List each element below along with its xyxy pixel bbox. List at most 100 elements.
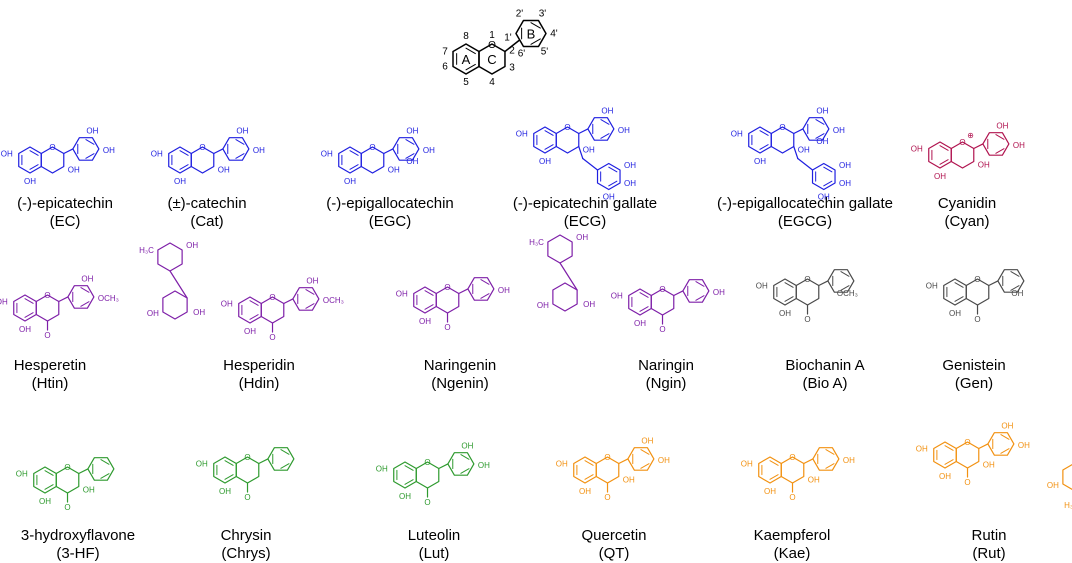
keto-oxygen: O	[424, 498, 430, 507]
hydroxyl-5: OH	[539, 157, 551, 166]
galloyl-hydroxyl: OH	[603, 193, 615, 202]
b-ring-substituent: OCH₃	[98, 294, 119, 303]
hydroxyl-5: OH	[634, 319, 646, 328]
position-label-1p: 1'	[504, 33, 512, 44]
b-ring-substituent: OCH₃	[323, 296, 344, 305]
compound-abbr-rut: (Rut)	[972, 545, 1005, 562]
compound-name-hdin: Hesperidin	[223, 357, 295, 374]
structure-rut: OOHOHOOHOHOHOHOHH₃COH	[916, 422, 1072, 510]
sugar-methyl: H₃C	[529, 238, 544, 247]
hydroxyl-5: OH	[754, 157, 766, 166]
b-ring-substituent: OH	[406, 127, 418, 136]
hydroxyl-3: OH	[978, 161, 990, 170]
compound-name-egc: (-)-epigallocatechin	[326, 195, 454, 212]
sugar-methyl: H₃C	[1064, 501, 1072, 510]
position-label-5p: 5'	[541, 46, 549, 57]
hydroxyl-3: OH	[808, 476, 820, 485]
compound-abbr-hdin: (Hdin)	[239, 375, 280, 392]
core-ring-oxygen: O	[488, 40, 496, 51]
b-ring-substituent: OH	[406, 157, 418, 166]
position-label-1: 1	[489, 30, 495, 41]
hydroxyl-3: OH	[83, 486, 95, 495]
sugar-hydroxyl: OH	[1047, 481, 1059, 490]
b-ring-substituent: OCH₃	[837, 289, 858, 298]
b-ring-substituent: OH	[713, 288, 725, 297]
b-ring-substituent: OH	[461, 442, 473, 451]
b-ring-substituent: OH	[253, 146, 265, 155]
galloyl-hydroxyl: OH	[624, 179, 636, 188]
compound-abbr-ecg: (ECG)	[564, 213, 607, 230]
compound-name-kae: Kaempferol	[754, 527, 831, 544]
compound-abbr-3-hf: (3-HF)	[56, 545, 99, 562]
hydroxyl-7: OH	[516, 130, 528, 139]
b-ring-substituent: OH	[996, 122, 1008, 131]
ring-oxygen: O	[199, 143, 205, 152]
b-ring-substituent: OH	[641, 437, 653, 446]
hydroxyl-7: OH	[0, 298, 8, 307]
hydroxyl-5: OH	[419, 317, 431, 326]
keto-oxygen: O	[789, 493, 795, 502]
ring-oxygen: O	[64, 463, 70, 472]
compound-abbr-chrys: (Chrys)	[221, 545, 270, 562]
hydroxyl-3: OH	[388, 166, 400, 175]
compound-name-egcg: (-)-epigallocatechin gallate	[717, 195, 893, 212]
compound-abbr-kae: (Kae)	[774, 545, 811, 562]
galloyl-hydroxyl: OH	[839, 179, 851, 188]
position-label-6p: 6'	[518, 48, 526, 59]
hydroxyl-3: OH	[583, 146, 595, 155]
compound-abbr-lut: (Lut)	[419, 545, 450, 562]
ring-oxygen: O	[269, 293, 275, 302]
compound-name-cyan: Cyanidin	[938, 195, 996, 212]
ring-oxygen: O	[789, 453, 795, 462]
ring-oxygen: O	[659, 285, 665, 294]
hydroxyl-7: OH	[16, 470, 28, 479]
sugar-hydroxyl: OH	[193, 308, 205, 317]
b-ring-substituent: OH	[1001, 422, 1013, 431]
ring-oxygen: O	[444, 283, 450, 292]
hydroxyl-5: OH	[949, 309, 961, 318]
position-label-4p: 4'	[550, 29, 558, 40]
sugar-hydroxyl: OH	[186, 241, 198, 250]
hydroxyl-7: OH	[396, 290, 408, 299]
compound-abbr-ec: (EC)	[50, 213, 81, 230]
position-label-6: 6	[442, 62, 448, 73]
b-ring-substituent: OH	[1018, 441, 1030, 450]
keto-oxygen: O	[804, 315, 810, 324]
sugar-hydroxyl: OH	[576, 233, 588, 242]
keto-oxygen: O	[244, 493, 250, 502]
ring-oxygen: O	[424, 458, 430, 467]
compound-abbr-gen: (Gen)	[955, 375, 993, 392]
b-ring-substituent: OH	[306, 277, 318, 286]
b-ring-substituent: OH	[1013, 141, 1025, 150]
b-ring-substituent: OH	[816, 137, 828, 146]
b-ring-substituent: OH	[658, 456, 670, 465]
hydroxyl-7: OH	[151, 150, 163, 159]
b-ring-substituent: OH	[103, 146, 115, 155]
compound-abbr-cyan: (Cyan)	[944, 213, 989, 230]
ring-label-b: B	[527, 27, 536, 42]
ring-oxygen: O	[244, 453, 250, 462]
hydroxyl-3: OH	[798, 146, 810, 155]
hydroxyl-7: OH	[611, 292, 623, 301]
hydroxyl-7: OH	[221, 300, 233, 309]
position-label-4: 4	[489, 77, 495, 88]
sugar-methyl: H₃C	[139, 246, 154, 255]
b-ring-substituent: OH	[843, 456, 855, 465]
hydroxyl-7: OH	[926, 282, 938, 291]
galloyl-hydroxyl: OH	[839, 161, 851, 170]
b-ring-substituent: OH	[478, 461, 490, 470]
compound-name-ec: (-)-epicatechin	[17, 195, 113, 212]
